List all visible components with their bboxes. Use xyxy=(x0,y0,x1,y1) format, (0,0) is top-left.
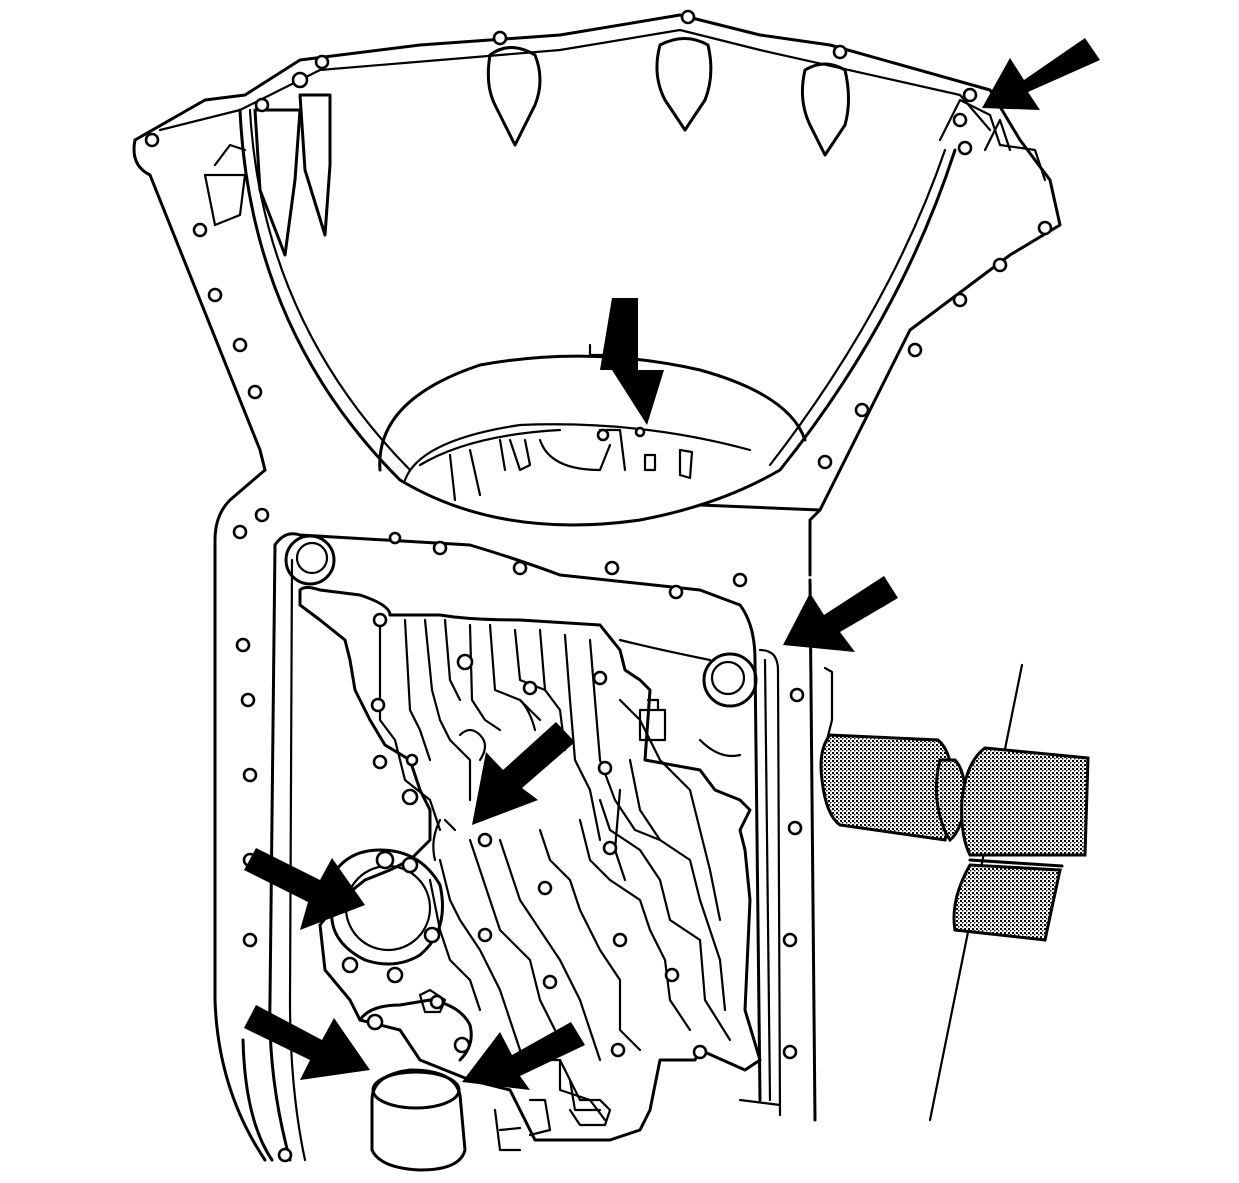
arrow-icon xyxy=(244,1005,370,1080)
arrow-icon xyxy=(462,1022,585,1090)
arrow-icon xyxy=(244,848,365,930)
arrow-icon xyxy=(982,38,1100,110)
transmission-case xyxy=(213,468,822,1163)
output-shaft xyxy=(819,663,1090,1122)
callout-arrows xyxy=(244,38,1100,1090)
arrow-icon xyxy=(600,298,664,425)
arrow-icon xyxy=(472,722,575,825)
pump-opening xyxy=(378,343,807,502)
valve-body xyxy=(284,534,762,1172)
bell-housing xyxy=(132,9,1062,527)
arrow-icon xyxy=(783,576,898,652)
